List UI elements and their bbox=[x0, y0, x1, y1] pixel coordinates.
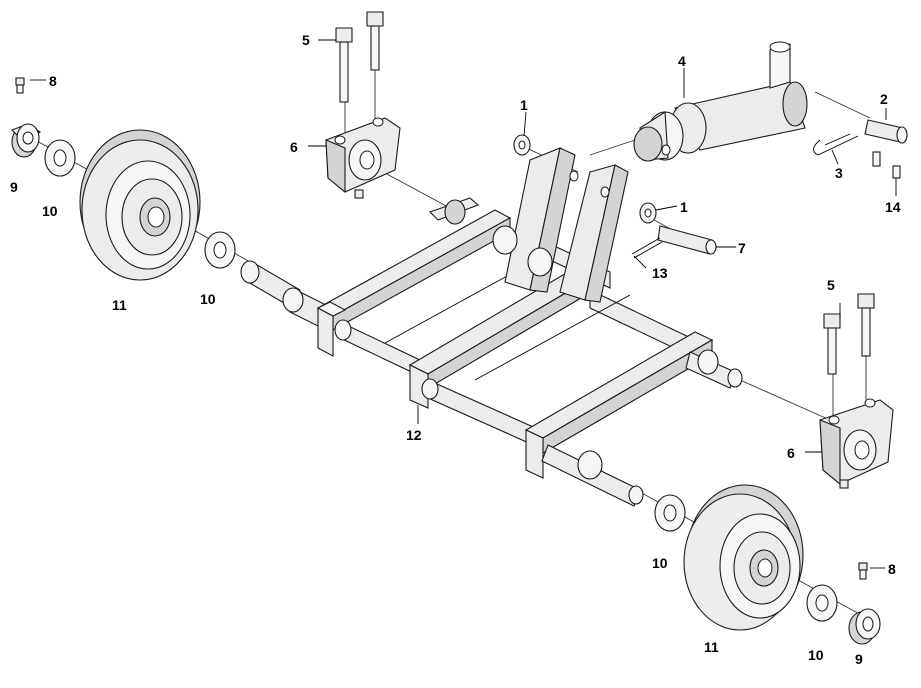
set-screw-8b bbox=[858, 562, 868, 580]
callout-5a: 5 bbox=[302, 32, 310, 48]
callout-2: 2 bbox=[880, 91, 888, 107]
pivot-pin-2 bbox=[864, 119, 908, 144]
callout-11b: 11 bbox=[704, 639, 719, 655]
washer-1b bbox=[639, 202, 657, 224]
callout-11a: 11 bbox=[112, 297, 127, 313]
callout-14: 14 bbox=[885, 199, 901, 215]
washer-10b bbox=[204, 231, 236, 269]
main-frame bbox=[240, 147, 743, 507]
callout-10b: 10 bbox=[200, 291, 216, 307]
grease-fitting-14 bbox=[872, 151, 901, 179]
callout-13: 13 bbox=[652, 265, 668, 281]
callout-3: 3 bbox=[835, 165, 843, 181]
bearing-block-left bbox=[325, 117, 401, 199]
callout-7: 7 bbox=[738, 240, 746, 256]
washer-10c bbox=[654, 494, 686, 532]
callout-labels: 1 1 2 3 4 5 5 6 6 7 8 8 9 9 10 10 10 10 … bbox=[10, 32, 901, 667]
wheel-left bbox=[79, 129, 201, 281]
bearing-block-right bbox=[819, 398, 894, 489]
wheel-right bbox=[683, 484, 804, 631]
callout-6b: 6 bbox=[787, 445, 795, 461]
collar-9b bbox=[848, 608, 881, 645]
washer-1a bbox=[513, 134, 531, 156]
hydraulic-cylinder bbox=[633, 41, 808, 162]
callout-4: 4 bbox=[678, 53, 686, 69]
bolt-5d bbox=[857, 293, 875, 357]
bolt-5b bbox=[366, 11, 384, 71]
leader-lines bbox=[30, 39, 897, 569]
set-screw-8a bbox=[15, 77, 25, 94]
washer-10a bbox=[44, 139, 76, 177]
washer-10d bbox=[806, 584, 838, 622]
collar-9a bbox=[11, 123, 42, 158]
callout-9b: 9 bbox=[855, 651, 863, 667]
bolt-5c bbox=[823, 313, 841, 375]
callout-10d: 10 bbox=[808, 647, 824, 663]
callout-1a: 1 bbox=[520, 97, 528, 113]
bolt-5a bbox=[335, 27, 353, 103]
cotter-pin-13 bbox=[631, 237, 663, 259]
callout-5b: 5 bbox=[827, 277, 835, 293]
callout-10a: 10 bbox=[42, 203, 58, 219]
callout-8a: 8 bbox=[49, 73, 57, 89]
callout-1b: 1 bbox=[680, 199, 688, 215]
callout-8b: 8 bbox=[888, 561, 896, 577]
callout-6a: 6 bbox=[290, 139, 298, 155]
callout-9a: 9 bbox=[10, 179, 18, 195]
callout-10c: 10 bbox=[652, 555, 668, 571]
hair-clip-3 bbox=[813, 133, 859, 156]
pin-7 bbox=[657, 225, 717, 255]
callout-12: 12 bbox=[406, 427, 422, 443]
